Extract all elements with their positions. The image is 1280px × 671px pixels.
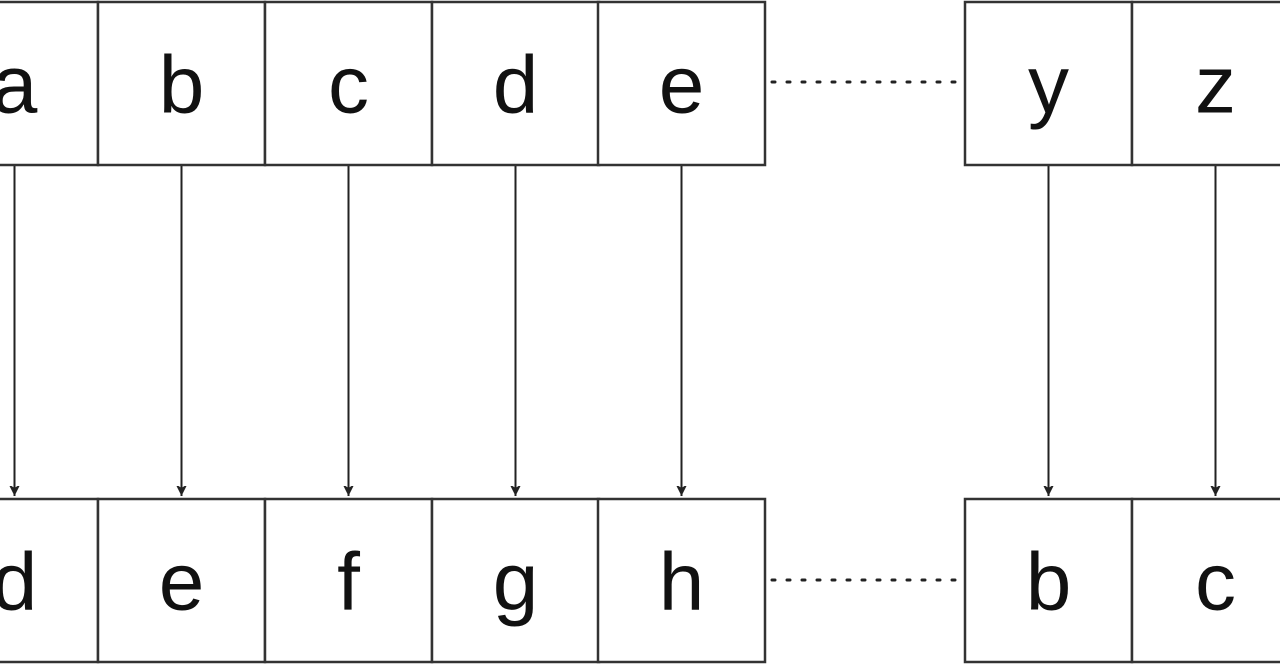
cell-box bbox=[263, 0, 434, 167]
plaintext-cell: a bbox=[0, 0, 100, 167]
ciphertext-cell: h bbox=[596, 497, 767, 664]
ciphertext-cell: e bbox=[96, 497, 267, 664]
ciphertext-cell: g bbox=[430, 497, 601, 664]
ciphertext-cell: c bbox=[1130, 497, 1280, 664]
cell-letter: y bbox=[1028, 40, 1069, 131]
plaintext-cell: y bbox=[963, 0, 1134, 167]
cell-box bbox=[0, 497, 100, 664]
cell-letter: b bbox=[1026, 537, 1072, 628]
plaintext-cell: e bbox=[596, 0, 767, 167]
cell-letter: d bbox=[493, 40, 539, 131]
cell-box bbox=[1130, 497, 1280, 664]
ciphertext-cell: f bbox=[263, 497, 434, 664]
cell-box bbox=[96, 497, 267, 664]
cell-letter: c bbox=[328, 40, 369, 131]
cell-letter: h bbox=[659, 537, 705, 628]
ciphertext-cell: d bbox=[0, 497, 100, 664]
cell-box bbox=[1130, 0, 1280, 167]
cell-letter: a bbox=[0, 40, 38, 131]
cell-box bbox=[430, 497, 601, 664]
plaintext-cell: c bbox=[263, 0, 434, 167]
cell-letter: e bbox=[159, 537, 205, 628]
cell-box bbox=[963, 0, 1134, 167]
cell-letter: f bbox=[337, 537, 360, 628]
cell-box bbox=[263, 497, 434, 664]
cell-box bbox=[96, 0, 267, 167]
cell-letter: z bbox=[1195, 40, 1236, 131]
plaintext-cell: z bbox=[1130, 0, 1280, 167]
cell-box bbox=[963, 497, 1134, 664]
cell-box bbox=[596, 497, 767, 664]
plaintext-cell: b bbox=[96, 0, 267, 167]
ciphertext-cell: b bbox=[963, 497, 1134, 664]
cell-letter: d bbox=[0, 537, 37, 628]
cell-letter: g bbox=[493, 537, 539, 628]
plaintext-cell: d bbox=[430, 0, 601, 167]
cell-letter: e bbox=[659, 40, 705, 131]
cell-letter: b bbox=[159, 40, 205, 131]
cell-box bbox=[596, 0, 767, 167]
cell-letter: c bbox=[1195, 537, 1236, 628]
